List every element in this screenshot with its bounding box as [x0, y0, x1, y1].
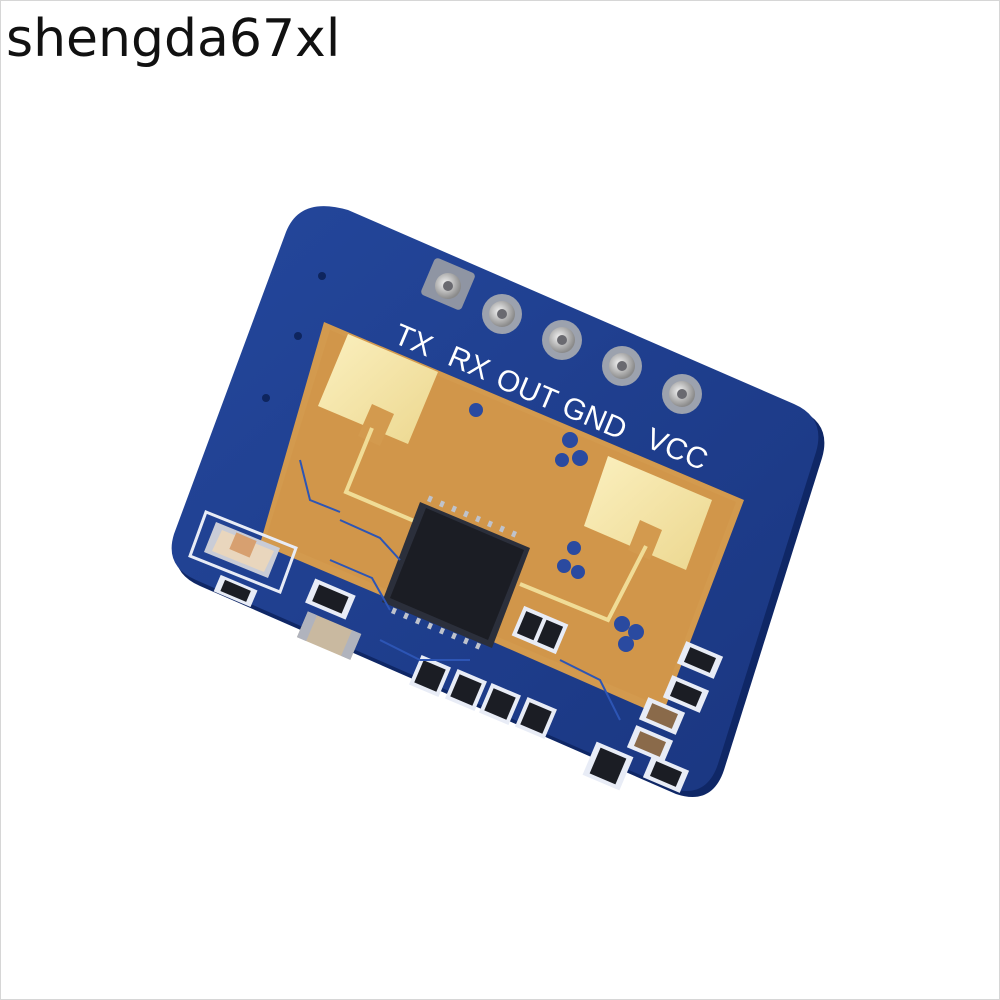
edge-vias	[262, 272, 326, 402]
radar-ic	[382, 495, 530, 650]
smd-components	[213, 574, 724, 793]
rx-antenna-pad	[584, 456, 712, 570]
pin-vcc-pad	[662, 374, 702, 414]
pin-rx-pad	[482, 294, 522, 334]
tx-feed-trace	[343, 427, 427, 528]
pin-out-pad	[542, 320, 582, 360]
pcb-traces	[299, 459, 621, 721]
substrate-vias	[469, 403, 644, 652]
pin-tx-pad	[421, 258, 475, 310]
watermark-text: shengda67xl	[6, 9, 341, 69]
header-pins	[421, 258, 702, 414]
tx-antenna-pad	[318, 334, 438, 444]
rx-feed-trace	[519, 545, 648, 623]
led-component	[188, 510, 298, 594]
pin-gnd-pad	[602, 346, 642, 386]
